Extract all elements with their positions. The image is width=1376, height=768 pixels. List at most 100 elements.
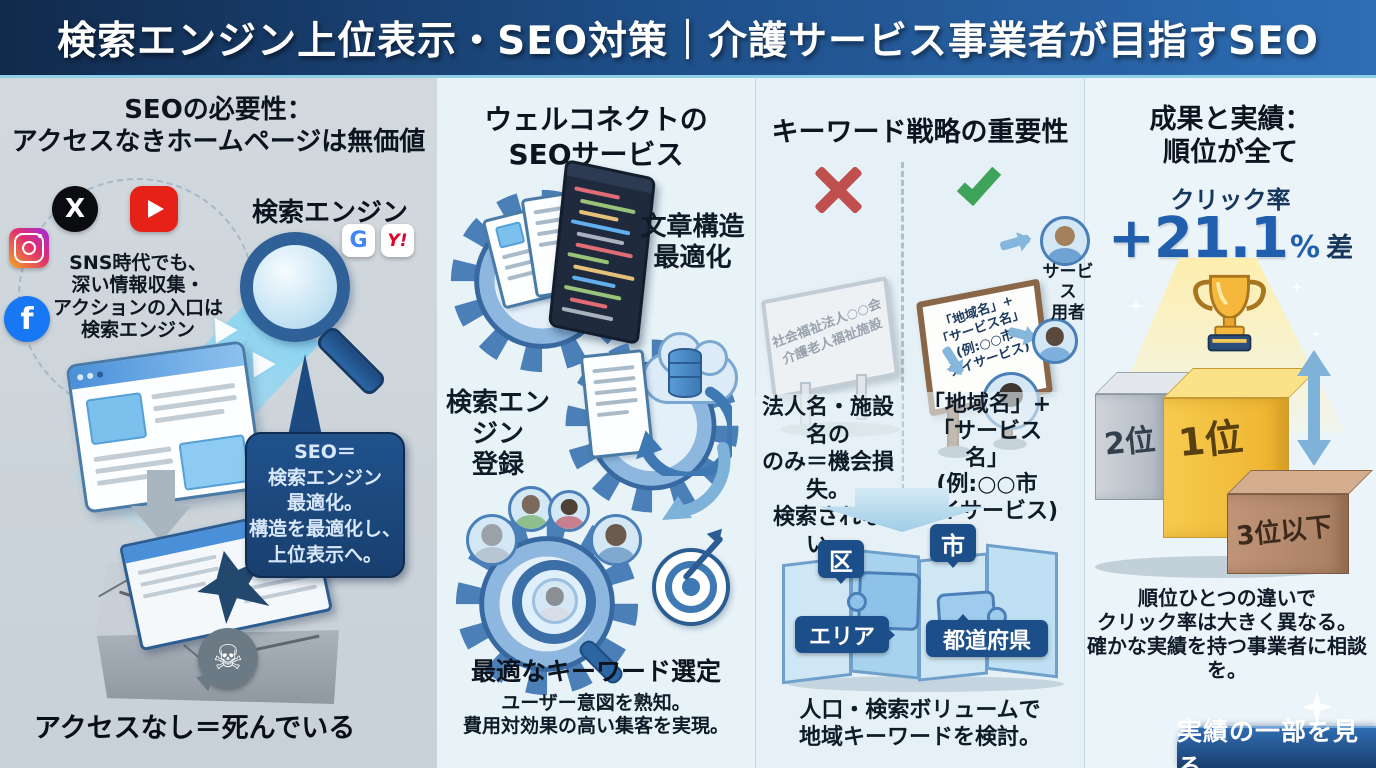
target-bullseye (682, 578, 700, 596)
searcher-avatar (1032, 318, 1078, 364)
avatar-body (597, 546, 635, 563)
avatar-body (1047, 247, 1083, 263)
col1-bottom-caption: アクセスなし＝死んでいる (34, 713, 356, 744)
db-ring (670, 376, 700, 378)
user-avatar (548, 490, 590, 532)
bad-caption: 法人名・施設名の のみ＝機会損失。 検索されない。 (753, 394, 903, 559)
sns-note: SNS時代でも、 深い情報収集・ アクションの入口は 検索エンジン (52, 252, 224, 342)
map-tag-prefecture: 都道府県 (926, 614, 1048, 657)
avatar-body (554, 516, 584, 529)
view-results-label: 実績の一部を見る (1177, 717, 1360, 768)
map-tag-label: 都道府県 (942, 628, 1031, 654)
fall-arrow-stem (147, 470, 175, 508)
yahoo-glyph: Y! (387, 230, 408, 251)
col1-title: SEOの必要性： アクセスなきホームページは無価値 (11, 95, 426, 158)
keyword-note: ユーザー意図を熟知。 費用対効果の高い集客を実現。 (462, 692, 729, 738)
avatar-head (1045, 327, 1065, 346)
browser-dot (76, 373, 84, 381)
sparkle-icon (1292, 282, 1302, 292)
code-line (569, 297, 608, 309)
browser-text-line (154, 408, 225, 424)
rank-change-arrow-down (1297, 440, 1331, 466)
map-shadow (788, 676, 1064, 692)
map-tag-label: 区 (829, 547, 853, 576)
magnifier-lens (240, 232, 350, 342)
col2-title: ウェルコネクトの SEOサービス (484, 103, 708, 171)
map-tag-area: エリア (795, 616, 895, 653)
avatar-head (545, 587, 565, 606)
trophy-icon (1193, 274, 1266, 352)
rank1-label: 1位 (1176, 414, 1245, 466)
view-results-button[interactable]: 実績の一部を見る (1177, 717, 1376, 768)
ctr-label: クリック率 (1170, 186, 1291, 214)
skull-icon: ☠ (212, 638, 244, 678)
instagram-icon (9, 228, 49, 268)
header-banner: 検索エンジン上位表示・SEO対策｜介護サービス事業者が目指すSEO (0, 0, 1376, 78)
sync-arrow-icon (636, 386, 732, 476)
google-icon: G (342, 224, 375, 257)
db-ring (670, 362, 700, 364)
doc-image-block (494, 221, 526, 249)
page-title: 検索エンジン上位表示・SEO対策｜介護サービス事業者が目指すSEO (57, 18, 1319, 64)
database-icon (668, 348, 702, 398)
facebook-glyph: f (20, 301, 34, 337)
avatar-head (560, 498, 578, 516)
flow-arrow-icon (662, 442, 731, 520)
avatar-head (521, 495, 541, 514)
skull-bubble: ☠ (198, 628, 258, 688)
search-engine-label: 検索エンジン (252, 198, 409, 228)
instagram-frame-glyph (14, 233, 44, 263)
yahoo-icon: Y! (381, 224, 414, 257)
browser-image-block (178, 434, 251, 491)
code-line (571, 275, 616, 289)
user-avatar (508, 486, 554, 532)
col3-title: キーワード戦略の重要性 (771, 117, 1069, 148)
label-search-engine-registration: 検索エンジン 登録 (445, 388, 550, 481)
compare-divider (901, 162, 904, 490)
avatar-head (1054, 226, 1076, 247)
map-tag-label: 市 (941, 531, 965, 560)
ctr-percent: % (1290, 230, 1321, 265)
searcher-avatar (1040, 216, 1090, 266)
youtube-play-glyph (148, 200, 164, 218)
service-user-label: サービス 用者 (1042, 262, 1094, 323)
label-keyword-selection: 最適なキーワード選定 (470, 657, 721, 686)
avatar-body (539, 607, 571, 621)
rank2-block: 2位 (1095, 394, 1169, 500)
cross-mark-icon (812, 164, 864, 216)
code-line (574, 186, 620, 200)
facebook-icon: f (4, 296, 50, 342)
avatar-body (473, 546, 511, 563)
persona-avatar (532, 578, 578, 624)
youtube-icon (130, 186, 178, 232)
browser-dot (86, 372, 94, 380)
avatar-body (515, 515, 547, 529)
ctr-diff: 差 (1326, 233, 1354, 264)
browser-dot (96, 371, 104, 378)
rank-change-arrow-stem (1308, 372, 1320, 444)
puzzle-knob (846, 591, 868, 613)
seo-box-pointer (288, 354, 322, 436)
map-tag-city: 市 (930, 524, 976, 568)
avatar-body (1039, 347, 1071, 361)
sparkle-icon (1312, 330, 1320, 338)
label-structure-optimization: 文章構造 最適化 (640, 212, 745, 274)
col4-caption: 順位ひとつの違いで クリック率は大きく異なる。 確かな実績を持つ事業者に相談を。 (1087, 586, 1367, 682)
col4-title: 成果と実績： 順位が全て (1149, 104, 1312, 169)
bad-signboard-text: 社会福祉法人○○会 介護老人福祉施設 (770, 296, 884, 368)
x-twitter-icon: X (52, 186, 98, 232)
rank2-label: 2位 (1102, 422, 1157, 463)
map-tag-ward: 区 (818, 540, 864, 584)
target-icon (652, 548, 730, 626)
persona-magnifier-lens (512, 560, 596, 644)
browser-image-block (85, 392, 148, 446)
avatar-head (481, 524, 503, 546)
rank-change-arrow-up (1297, 350, 1331, 376)
instagram-lens-glyph (22, 241, 36, 255)
map-caption: 人口・検索ボリュームで 地域キーワードを検討。 (798, 698, 1041, 750)
google-glyph: G (349, 228, 368, 253)
map-tag-label: エリア (808, 624, 875, 650)
instagram-dot-glyph (38, 234, 42, 238)
avatar-head (605, 524, 627, 546)
